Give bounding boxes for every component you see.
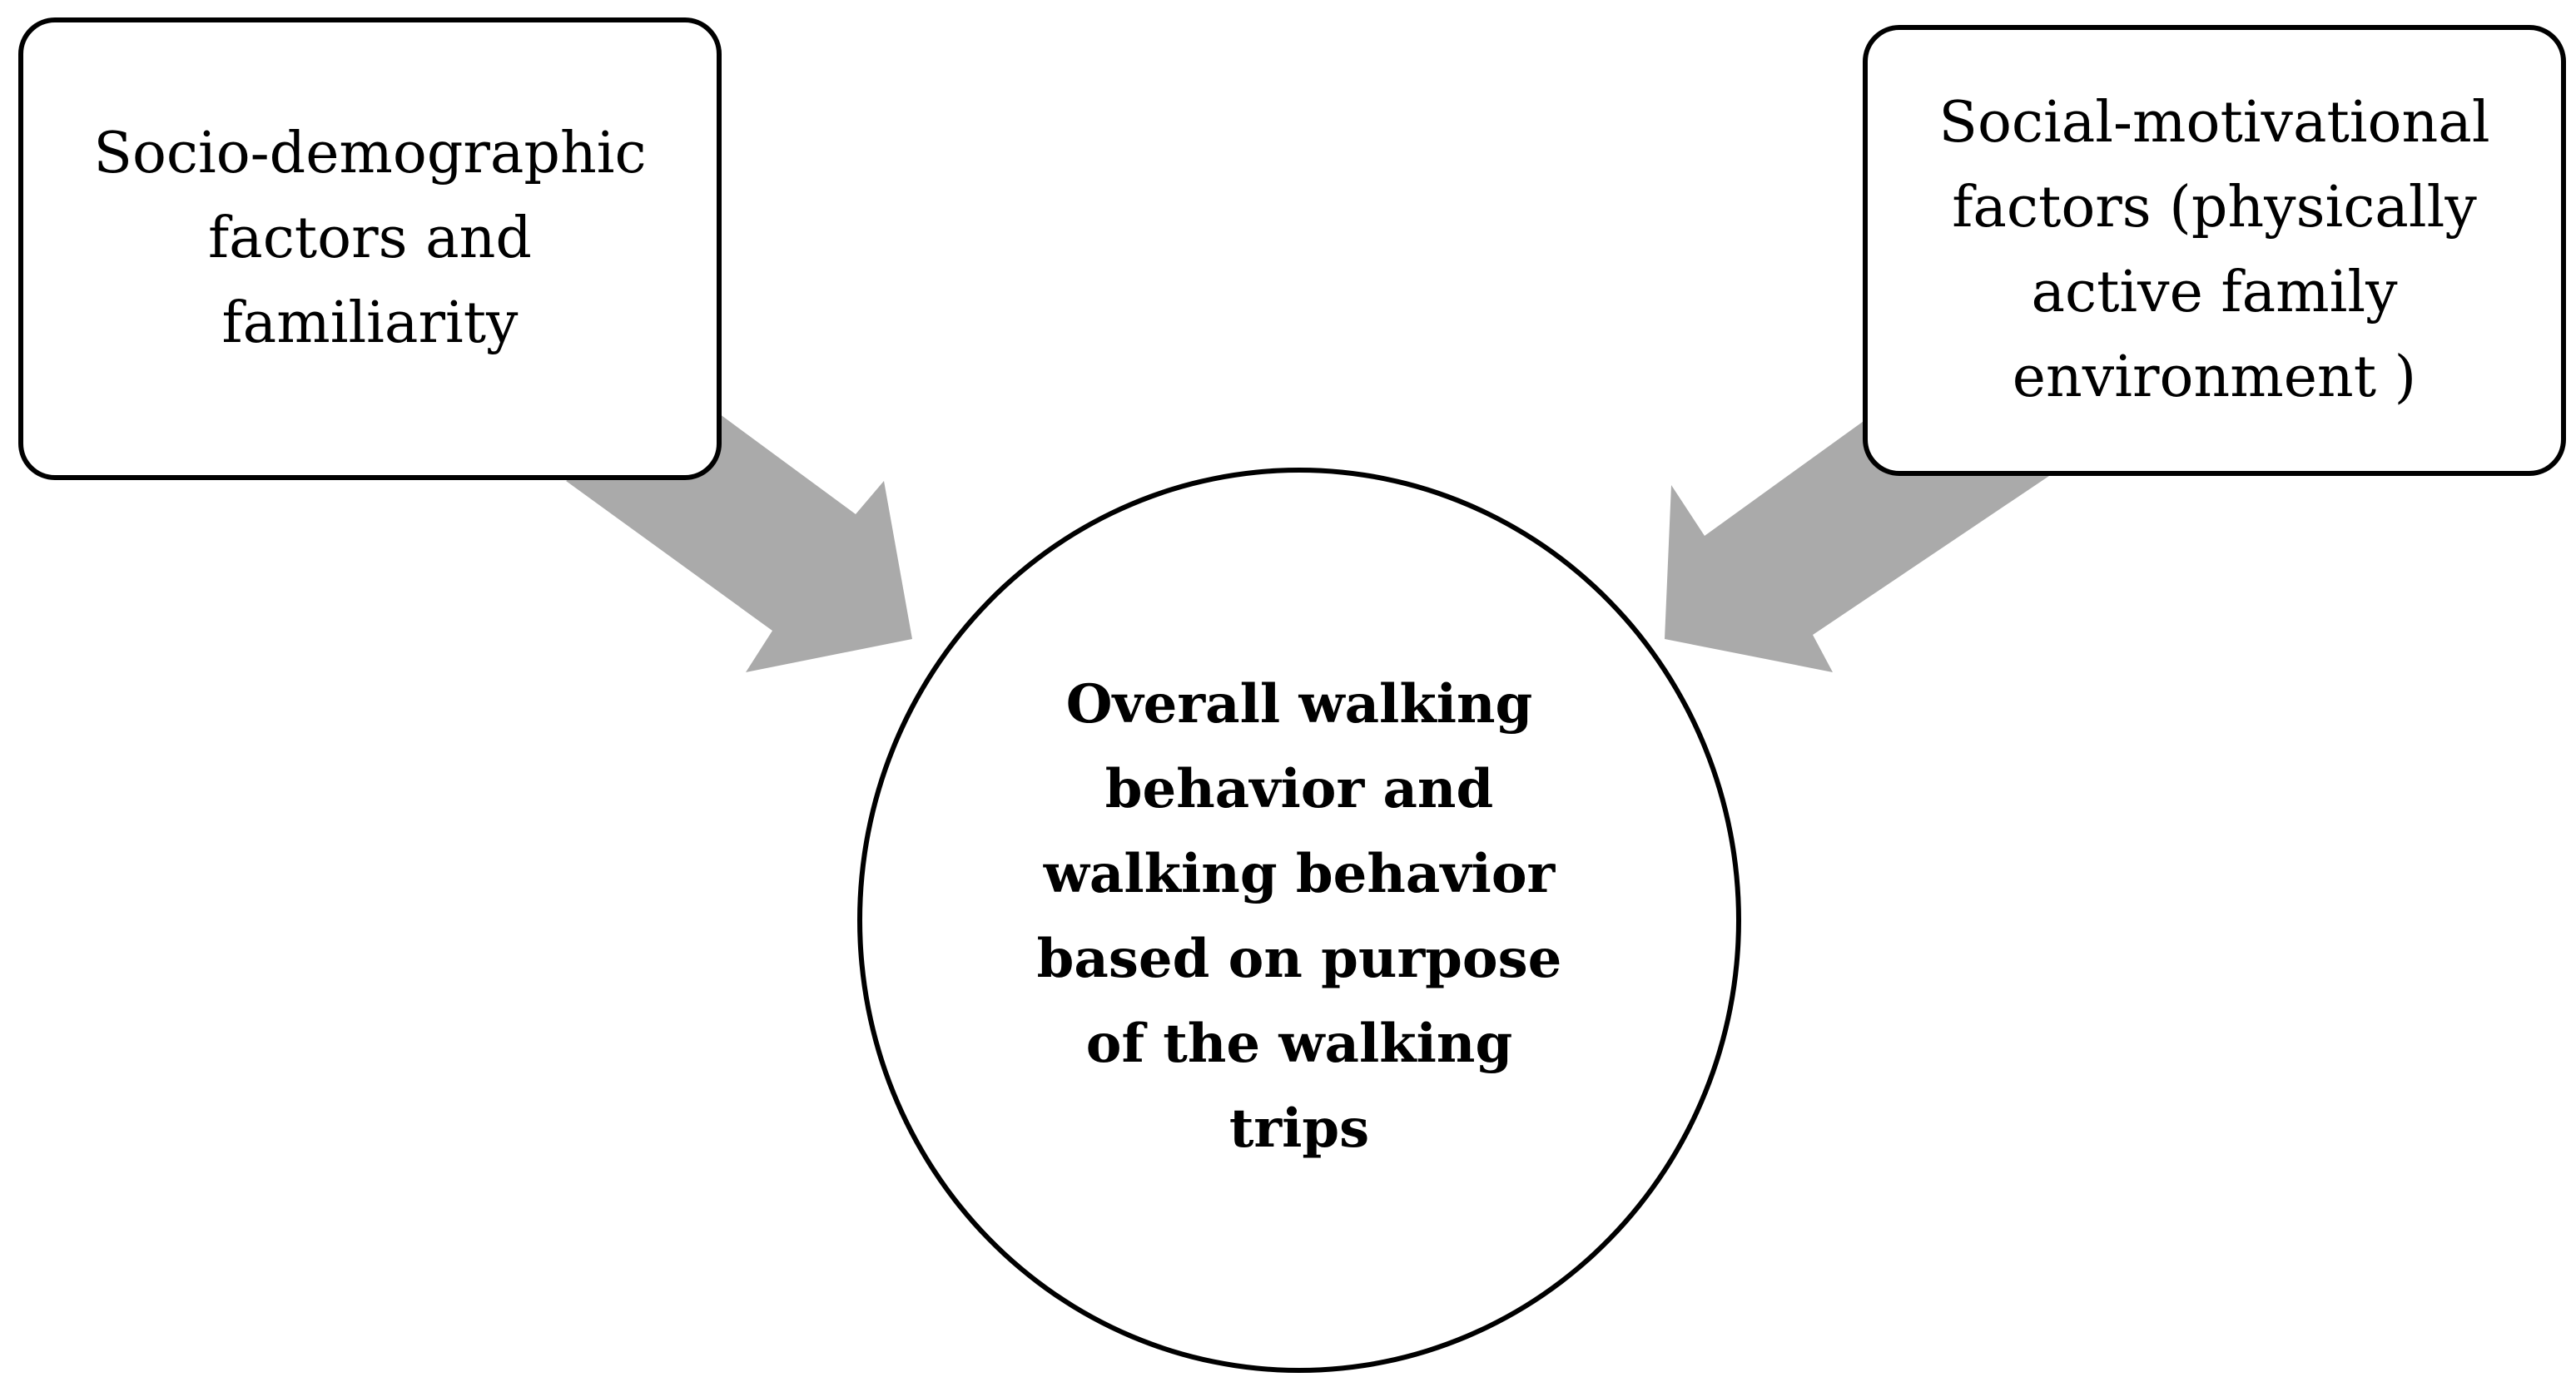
walking-behavior-circle: Overall walking behavior and walking beh…: [857, 468, 1741, 1373]
socio-demographic-factors-label: Socio-demographic factors and familiarit…: [93, 121, 647, 356]
socio-demographic-factors-box: Socio-demographic factors and familiarit…: [18, 17, 722, 480]
social-motivational-factors-box: Social-motivational factors (physically …: [1863, 25, 2566, 476]
social-motivational-factors-label: Social-motivational factors (physically …: [1938, 90, 2490, 410]
walking-behavior-label: Overall walking behavior and walking beh…: [1036, 673, 1562, 1160]
